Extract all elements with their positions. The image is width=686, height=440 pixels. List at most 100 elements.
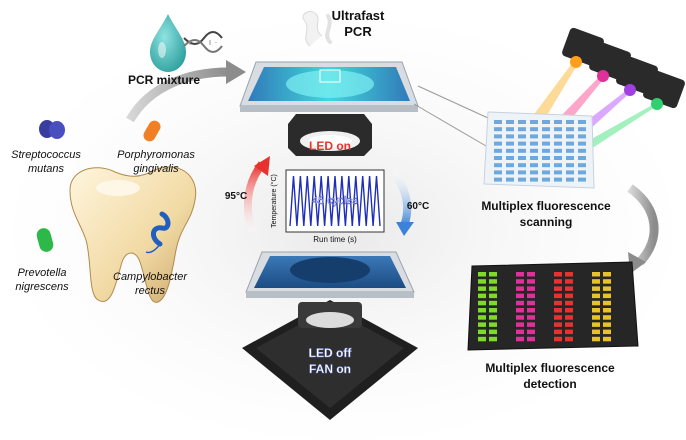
scan-well	[530, 120, 538, 124]
scan-well	[542, 134, 550, 139]
detection-well	[554, 315, 562, 320]
title-line-1: Ultrafast	[332, 8, 385, 23]
scan-well	[506, 156, 514, 160]
scan-well	[518, 148, 526, 153]
plot-ylabel: Temperature (°C)	[270, 174, 278, 228]
scan-well	[554, 134, 562, 139]
detection-well	[478, 293, 486, 299]
detection-well	[603, 308, 611, 313]
detection-well	[592, 300, 600, 306]
led-heater-unit	[288, 114, 372, 156]
streptococcus-mutans-icon	[39, 120, 65, 139]
campylobacter-label-1: Campylobacter	[113, 271, 188, 283]
detection-well	[565, 329, 573, 335]
scanning-chip-wells	[494, 120, 586, 182]
scanning-label-1: Multiplex fluorescence	[481, 199, 611, 213]
scanning-chip	[483, 111, 595, 189]
detection-well	[554, 308, 562, 313]
prevotella-label-2: nigrescens	[15, 281, 69, 293]
scan-well	[494, 141, 502, 146]
detection-well	[527, 272, 535, 277]
steam-icon	[302, 11, 332, 47]
detection-well	[527, 293, 535, 299]
campylobacter-label-2: rectus	[135, 285, 165, 297]
pcr-chip-heating	[239, 61, 419, 112]
detection-chip-wells	[478, 272, 611, 342]
detection-well	[516, 315, 524, 320]
led-off-label: LED off	[309, 346, 353, 360]
detection-well	[478, 272, 486, 277]
scan-well	[506, 134, 514, 139]
detection-well	[554, 329, 562, 335]
scan-well	[542, 156, 550, 160]
fan-cooling-unit	[242, 300, 418, 420]
high-temp-label: 95°C	[225, 191, 247, 202]
detection-well	[554, 336, 562, 342]
detection-well	[527, 336, 535, 342]
detection-well	[554, 293, 562, 299]
guide-line	[417, 85, 489, 119]
scan-well	[494, 163, 502, 168]
detection-well	[489, 286, 497, 291]
scan-well	[518, 134, 526, 139]
detection-well	[603, 300, 611, 306]
scan-well	[506, 170, 514, 175]
detection-well	[478, 286, 486, 291]
led-on-label: LED on	[309, 139, 351, 153]
detection-chip	[467, 261, 639, 351]
detection-well	[516, 329, 524, 335]
scan-well	[518, 141, 526, 146]
detection-well	[603, 293, 611, 299]
scan-well	[566, 170, 574, 175]
scan-well	[518, 177, 526, 182]
tooth-illustration	[69, 166, 197, 303]
scan-well	[530, 141, 538, 146]
scan-well	[554, 148, 562, 153]
detection-well	[516, 279, 524, 284]
scan-well	[506, 163, 514, 168]
scan-well	[530, 170, 538, 175]
scan-well	[494, 148, 502, 153]
detection-well	[565, 293, 573, 299]
scan-well	[542, 148, 550, 153]
scan-well	[518, 170, 526, 175]
detection-label-1: Multiplex fluorescence	[485, 361, 615, 375]
scan-well	[494, 134, 502, 139]
scan-well	[554, 170, 562, 175]
campylobacter-rectus-icon	[145, 211, 171, 254]
detection-well	[592, 279, 600, 284]
scan-well	[554, 120, 562, 124]
cycles-label: 45 cycles	[312, 195, 358, 207]
fluorescence-scanner-heads	[562, 27, 685, 110]
scan-well	[542, 177, 550, 182]
pcr-chip-cooling	[245, 251, 415, 298]
flow-arrow-head	[226, 60, 246, 84]
scan-well	[518, 163, 526, 168]
scan-well	[578, 120, 586, 124]
prevotella-nigrescens-icon	[36, 228, 54, 252]
detection-well	[489, 336, 497, 342]
detection-well	[516, 322, 524, 327]
scan-well	[554, 163, 562, 168]
detection-well	[565, 315, 573, 320]
detection-well	[565, 300, 573, 306]
scan-well	[494, 177, 502, 182]
scan-well	[542, 163, 550, 168]
detection-well	[565, 286, 573, 291]
streptococcus-label-1: Streptococcus	[11, 149, 81, 161]
scan-well	[566, 134, 574, 139]
scan-well	[506, 141, 514, 146]
pcr-mixture-label: PCR mixture	[128, 73, 200, 87]
detection-well	[478, 315, 486, 320]
scan-well	[578, 127, 586, 132]
detection-well	[565, 272, 573, 277]
scan-well	[566, 156, 574, 160]
scan-well	[566, 148, 574, 153]
cooling-arrow-head	[396, 222, 414, 236]
detection-well	[489, 329, 497, 335]
scan-well	[530, 127, 538, 132]
detection-well	[489, 279, 497, 284]
detection-well	[527, 300, 535, 306]
thermal-cycle-wave	[289, 175, 381, 227]
heating-arrow-head	[254, 156, 270, 176]
